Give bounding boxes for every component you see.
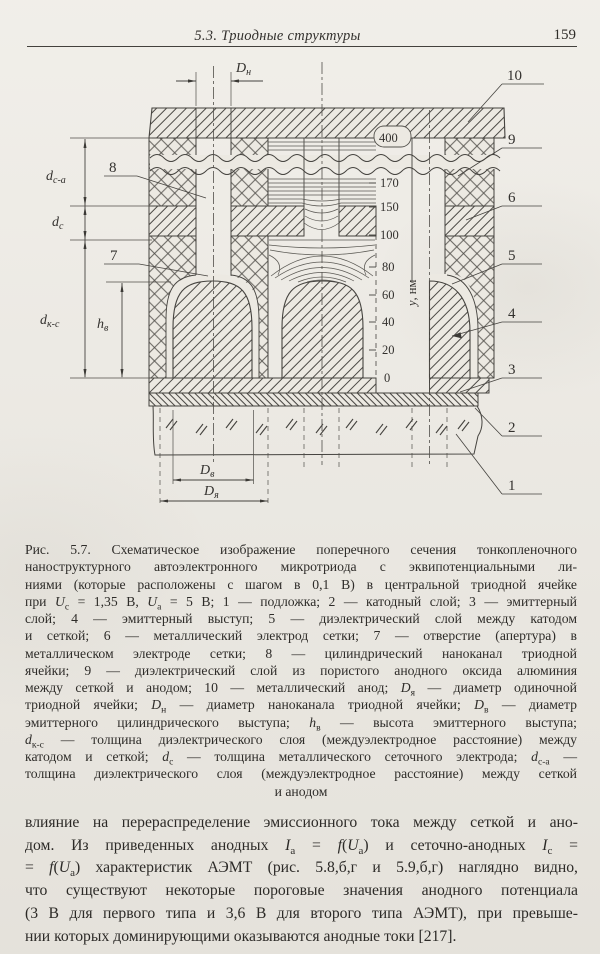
axis-400-bubble <box>373 125 412 148</box>
lower-extension-lines <box>159 408 448 504</box>
emitter-dome-left <box>172 280 253 379</box>
grid-electrode-layer-6 <box>148 205 495 237</box>
svg-text:8: 8 <box>109 160 117 176</box>
left-dimensions: dс-а dс dк-с hв <box>40 137 176 379</box>
dielectric-layer-9 <box>148 137 495 207</box>
axis-tick-400: 400 <box>379 131 398 145</box>
emitter-layer-3 <box>148 377 490 394</box>
substrate-1 <box>152 405 483 456</box>
svg-text:9: 9 <box>508 132 516 148</box>
dimension-dv: Dв <box>173 463 254 482</box>
caption-line: триодной ячейки; Dн — диаметр наноканала… <box>25 697 577 716</box>
axis-tick-40: 40 <box>382 315 395 329</box>
body-line: дом. Из приведенных анодных Iа = f(Uа) и… <box>25 836 578 857</box>
caption-line: слой; 4 — эмиттерный выступ; 5 — диэлект… <box>25 611 577 626</box>
caption-line: катодом и сеткой; dс — толщина металличе… <box>25 749 578 768</box>
callout-8: 8 <box>104 160 207 199</box>
svg-text:3: 3 <box>508 362 516 378</box>
break-wave <box>149 154 501 175</box>
anode-layer-10 <box>148 107 506 139</box>
caption-line: и анодом <box>274 783 328 799</box>
callout-4: 4 <box>451 306 542 339</box>
callout-10: 10 <box>467 68 544 123</box>
caption-line: эмиттерного цилиндрического выступа; hв … <box>25 714 577 734</box>
axis-tick-0: 0 <box>384 371 390 385</box>
figure-5-7-diagram: 400 170 150 100 80 60 40 20 0 у, нм <box>40 61 544 504</box>
cathode-layer-2 <box>148 392 479 407</box>
body-line: (3 В для первого типа и 3,6 В для второг… <box>25 904 578 922</box>
body-line: = f(Uа) характеристик АЭМТ (рис. 5.8,б,г… <box>25 859 578 880</box>
caption-line: ячейки; 9 — диэлектрический слой из пори… <box>25 662 577 678</box>
svg-text:10: 10 <box>507 68 522 84</box>
caption-line: металлическом электроде сетки; 8 — цилин… <box>25 645 577 661</box>
caption-line: толщина диэлектрического слоя (междуэлек… <box>25 766 577 782</box>
dimension-dya: Dя <box>160 484 268 503</box>
axis-tick-80: 80 <box>382 260 395 274</box>
dn-label: Dн <box>235 61 251 78</box>
y-axis: 400 170 150 100 80 60 40 20 0 у, нм <box>369 125 419 385</box>
dya-label: Dя <box>203 484 219 501</box>
svg-text:5: 5 <box>508 248 516 264</box>
axis-tick-60: 60 <box>382 288 395 302</box>
callout-5: 5 <box>451 248 542 285</box>
callout-6: 6 <box>465 190 542 221</box>
page-number: 159 <box>553 27 577 43</box>
caption-line: при Uс = 1,35 В, Uа = 5 В; 1 — подложка;… <box>25 593 577 613</box>
caption-line: и сеткой; 6 — металлический электрод сет… <box>25 628 577 644</box>
callout-7: 7 <box>104 248 209 277</box>
emitter-dome-right <box>428 280 471 379</box>
svg-text:4: 4 <box>508 306 516 322</box>
callout-1: 1 <box>455 433 542 495</box>
running-header-title: 5.3. Триодные структуры <box>194 28 361 44</box>
dc-label: dс <box>52 215 64 232</box>
callout-9: 9 <box>457 132 542 177</box>
dv-label: Dв <box>199 463 215 480</box>
axis-tick-100: 100 <box>380 228 399 242</box>
axis-tick-20: 20 <box>382 343 395 357</box>
body-line: нии которых доминирующими оказываются ан… <box>25 927 457 945</box>
svg-text:6: 6 <box>508 190 516 206</box>
body-line: что существуют некоторые пороговые значе… <box>25 882 578 900</box>
dimension-dn: Dн <box>176 61 263 106</box>
caption-line: dк-с — толщина диэлектрического слоя (ме… <box>25 731 577 751</box>
dca-label: dс-а <box>46 169 66 186</box>
caption-line: между сеткой и анодом; 10 — металлически… <box>25 680 577 699</box>
svg-text:7: 7 <box>110 248 118 264</box>
callouts: 8 7 10 9 6 5 <box>104 68 544 495</box>
callout-2: 2 <box>474 407 542 437</box>
axis-tick-170: 170 <box>380 176 399 190</box>
axis-tick-150: 150 <box>380 200 399 214</box>
header-rule <box>27 46 577 48</box>
svg-text:1: 1 <box>508 478 516 494</box>
axis-label: у, нм <box>405 279 419 308</box>
centerlines <box>213 62 430 465</box>
caption-line: ниями (которые расположены с шагом в 0,1… <box>25 576 577 592</box>
dkc-label: dк-с <box>40 313 60 330</box>
body-paragraph: влияние на перераспределение эмиссионног… <box>25 812 578 948</box>
figure-caption: Рис. 5.7. Схематическое изображение попе… <box>25 541 577 800</box>
hv-label: hв <box>97 317 109 334</box>
svg-text:2: 2 <box>508 420 516 436</box>
caption-line: Рис. 5.7. Схематическое изображение попе… <box>25 542 577 557</box>
body-line: влияние на перераспределение эмиссионног… <box>25 814 578 831</box>
caption-line: наноструктурного автоэлектронного микрот… <box>25 559 577 575</box>
callout-3: 3 <box>459 362 542 393</box>
emitter-dome-center-4 <box>281 280 364 379</box>
